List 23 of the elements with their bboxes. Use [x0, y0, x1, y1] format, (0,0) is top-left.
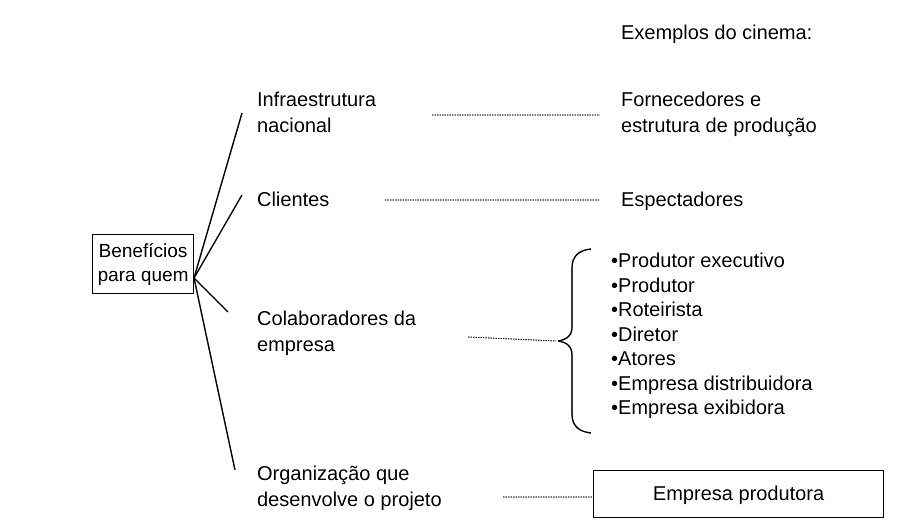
- dotted-connector: [432, 114, 600, 116]
- branch-line: [193, 277, 229, 313]
- column-heading: Exemplos do cinema:: [621, 21, 812, 46]
- example-text: Espectadores: [600, 187, 800, 213]
- list-item: •Empresa distribuidora: [611, 372, 813, 396]
- category-text: Colaboradores da empresa: [228, 306, 468, 358]
- category-text: Organização que desenvolve o projeto: [235, 461, 503, 513]
- dotted-connector: [502, 496, 594, 498]
- category-text: Clientes: [242, 187, 385, 213]
- dotted-connector: [468, 336, 556, 342]
- list-item: •Roteirista: [611, 298, 702, 322]
- branch-line: [193, 278, 236, 470]
- list-item: •Produtor: [611, 274, 695, 298]
- example-text: Fornecedores e estrutura de produção: [600, 87, 840, 139]
- category-text: Infraestrutura nacional: [242, 87, 432, 139]
- branch-line: [193, 194, 243, 278]
- root-box: Benefícios para quem: [92, 234, 194, 294]
- list-item: •Produtor executivo: [611, 249, 785, 274]
- list-item: •Empresa exibidora: [611, 396, 785, 420]
- list-item: •Atores: [611, 347, 676, 372]
- list-item: •Diretor: [611, 322, 678, 347]
- example-box: Empresa produtora: [593, 470, 884, 518]
- branch-line: [193, 112, 243, 278]
